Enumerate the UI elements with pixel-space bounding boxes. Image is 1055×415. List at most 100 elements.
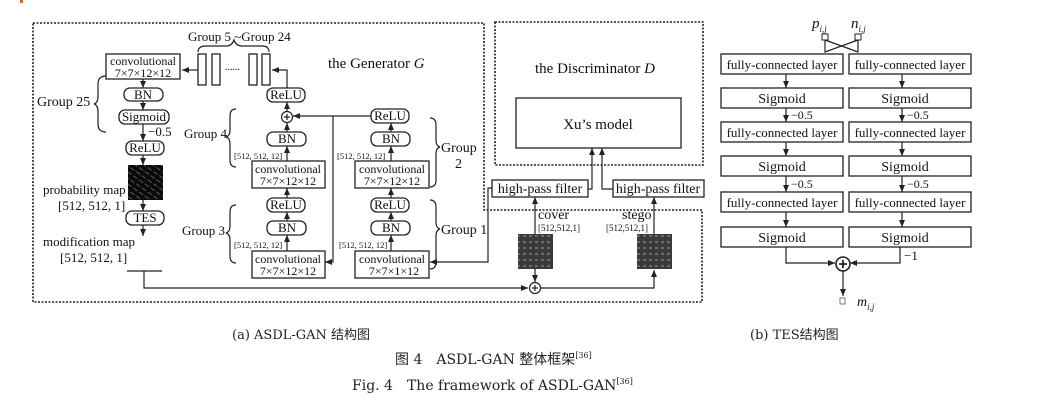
svg-text:7×7×1×12: 7×7×1×12 xyxy=(369,264,419,278)
fc-layer-box xyxy=(848,53,972,75)
svg-text:convolutional: convolutional xyxy=(255,252,322,266)
corner-mark xyxy=(20,0,23,3)
fc-layer-box xyxy=(720,121,844,143)
group3-label: Group 3 xyxy=(182,223,225,238)
sigmoid-box xyxy=(720,226,844,248)
group-range-label: Group 5 ~Group 24 xyxy=(188,29,291,44)
group-range-brace xyxy=(197,38,270,53)
input-p-label: pi,j xyxy=(811,16,827,34)
svg-text:BN: BN xyxy=(278,220,297,235)
svg-text:convolutional: convolutional xyxy=(359,252,426,266)
tes-node xyxy=(125,210,165,226)
svg-text:BN: BN xyxy=(278,131,297,146)
group-block xyxy=(197,53,207,86)
cover-image xyxy=(518,234,553,269)
svg-text:Sigmoid: Sigmoid xyxy=(758,231,805,246)
svg-text:ReLU: ReLU xyxy=(374,108,406,123)
sigmoid-box xyxy=(848,226,972,248)
minus-half-label: −0.5 xyxy=(791,108,813,122)
svg-text:Sigmoid: Sigmoid xyxy=(881,231,928,246)
subcaption-b: (b) TES结构图 xyxy=(750,328,839,343)
svg-text:ReLU: ReLU xyxy=(270,197,302,212)
fc-layer-box xyxy=(848,121,972,143)
svg-text:high-pass filter: high-pass filter xyxy=(498,182,583,197)
input-n-port xyxy=(854,33,862,41)
svg-text:ReLU: ReLU xyxy=(129,140,161,155)
generator-frame xyxy=(32,22,703,303)
group-block xyxy=(248,53,258,86)
group2-label: Group xyxy=(441,141,477,156)
group4-label: Group 4 xyxy=(184,126,227,141)
svg-text:Sigmoid: Sigmoid xyxy=(758,92,805,107)
subcaption-a: (a) ASDL-GAN 结构图 xyxy=(232,328,370,343)
modification-map-shape: [512, 512, 1] xyxy=(60,250,127,265)
svg-text:7×7×12×12: 7×7×12×12 xyxy=(364,174,420,188)
svg-text:fully-connected layer: fully-connected layer xyxy=(727,195,838,210)
conv-box-group1 xyxy=(354,250,430,279)
svg-text:TES: TES xyxy=(133,210,156,225)
ellipsis: ...... xyxy=(225,62,240,73)
svg-text:fully-connected layer: fully-connected layer xyxy=(727,57,838,72)
group2-brace xyxy=(429,117,441,188)
output-m-label: mi,j xyxy=(857,295,875,312)
svg-text:ReLU: ReLU xyxy=(270,87,302,102)
svg-text:fully-connected layer: fully-connected layer xyxy=(855,125,966,140)
tes-right-branch: fully-connected layer Sigmoid −0.5 fully… xyxy=(848,53,972,248)
plus-icon xyxy=(532,285,538,291)
conv-box-group25 xyxy=(105,53,181,80)
arrow xyxy=(588,148,595,190)
input-p-port xyxy=(821,33,829,41)
conv-box-group3 xyxy=(251,250,326,279)
tes-left-branch: fully-connected layer Sigmoid −0.5 fully… xyxy=(720,53,844,248)
svg-text:Sigmoid: Sigmoid xyxy=(758,160,805,175)
svg-text:BN: BN xyxy=(382,220,401,235)
cover-label: cover xyxy=(538,208,569,223)
xu-model-box xyxy=(515,97,682,149)
figure-caption-cn: 图 4 ASDL-GAN 整体框架[36] xyxy=(395,351,592,368)
conv-box-group4 xyxy=(251,160,326,189)
cover-shape: [512,512,1] xyxy=(538,223,580,233)
conv-box-group2 xyxy=(354,160,430,189)
sigmoid-box xyxy=(848,155,972,177)
group4-brace xyxy=(225,108,237,168)
svg-text:convolutional: convolutional xyxy=(255,162,322,176)
group25-label: Group 25 xyxy=(37,95,90,110)
minus-one-label: −1 xyxy=(904,248,918,263)
svg-text:high-pass filter: high-pass filter xyxy=(616,182,701,197)
svg-text:Sigmoid: Sigmoid xyxy=(881,92,928,107)
svg-text:7×7×12×12: 7×7×12×12 xyxy=(115,66,171,80)
group1-brace xyxy=(429,199,441,270)
svg-text:BN: BN xyxy=(134,87,153,102)
sigmoid-box xyxy=(720,155,844,177)
svg-text:fully-connected layer: fully-connected layer xyxy=(855,57,966,72)
group-block xyxy=(211,53,221,86)
arrow xyxy=(599,148,613,190)
modification-map-label: modification map xyxy=(43,234,135,249)
minus-half-label: −0.5 xyxy=(907,108,929,122)
arrow xyxy=(541,270,657,289)
probability-map-label: probability map xyxy=(43,182,126,197)
discriminator-title: the Discriminator D xyxy=(535,61,655,77)
svg-text:Sigmoid: Sigmoid xyxy=(881,160,928,175)
arrow xyxy=(272,67,288,88)
svg-text:7×7×12×12: 7×7×12×12 xyxy=(260,174,316,188)
skip-connection xyxy=(325,116,334,265)
svg-text:ReLU: ReLU xyxy=(374,197,406,212)
probability-map-image xyxy=(128,165,163,200)
discriminator-frame xyxy=(494,21,704,166)
fc-layer-box xyxy=(848,191,972,213)
group-block xyxy=(261,53,271,86)
group3-brace xyxy=(225,204,237,264)
svg-text:Sigmoid: Sigmoid xyxy=(122,109,167,124)
sigmoid-box xyxy=(720,87,844,109)
stego-label: stego xyxy=(622,208,652,223)
sigmoid-node xyxy=(118,109,170,125)
group1-label: Group 1 xyxy=(441,223,487,238)
output-port xyxy=(839,297,846,305)
minus-half-label: −0.5 xyxy=(907,177,929,191)
input-n-label: ni,j xyxy=(851,16,866,34)
probability-map-shape: [512, 512, 1] xyxy=(58,198,125,213)
arrow xyxy=(785,247,835,266)
cross-connection xyxy=(824,39,859,53)
